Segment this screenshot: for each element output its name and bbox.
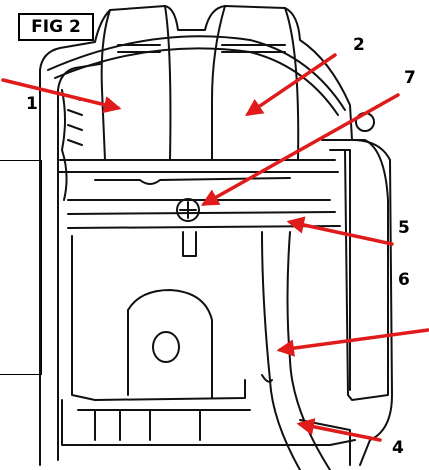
figure-label: FIG 2 [18, 13, 94, 41]
pivot-plate [127, 289, 213, 399]
arrow-2 [245, 53, 337, 116]
top-rim-inner [54, 47, 339, 116]
arrow-7 [200, 93, 400, 206]
inner-compartment [71, 235, 246, 401]
base [61, 399, 356, 446]
left-spring [61, 89, 83, 201]
callout-7: 7 [404, 68, 416, 88]
lever-right [211, 5, 300, 161]
center-screw [176, 198, 200, 222]
right-panel-inner [329, 149, 351, 391]
lower-right-wedge [299, 419, 351, 466]
arrow-6 [276, 328, 429, 357]
lever-left-slot [117, 44, 161, 53]
strap-tab [261, 374, 273, 383]
pivot-hole [152, 331, 180, 363]
right-panel [321, 139, 389, 401]
center-screw-slot [179, 201, 197, 219]
callout-2: 2 [353, 35, 365, 55]
callout-6: 6 [398, 270, 410, 290]
left-bracket-box [0, 160, 42, 375]
arrow-5 [286, 216, 394, 246]
strap [261, 231, 331, 470]
arrow-1 [1, 78, 122, 114]
callout-1: 1 [26, 94, 38, 114]
callout-4: 4 [392, 438, 404, 458]
arrow-4 [296, 418, 382, 442]
base-feet [119, 409, 201, 441]
housing-outline [39, 5, 393, 466]
callout-5: 5 [398, 218, 410, 238]
cross-member-top [57, 159, 339, 173]
top-rim [47, 35, 346, 111]
lever-right-slot [221, 44, 286, 53]
lever-left [100, 5, 172, 161]
small-slot [182, 231, 197, 257]
cross-member-shadow [94, 177, 291, 185]
